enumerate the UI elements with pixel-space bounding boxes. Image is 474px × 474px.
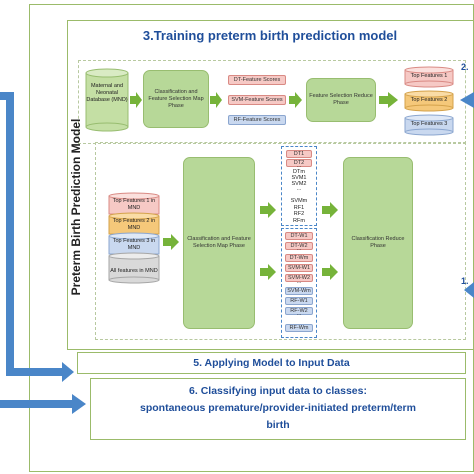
arrow-phase2-to-bottom-models bbox=[260, 264, 276, 280]
model-svm1: SVM1 bbox=[291, 175, 307, 181]
classification-feature-selection-map-phase: Classification and Feature Selection Map… bbox=[143, 70, 209, 128]
classification-reduce-text: Classification Reduce Phase bbox=[351, 236, 405, 249]
reduce-phase-text: Feature Selection Reduce Phase bbox=[309, 93, 373, 106]
arrow-reduce-to-top bbox=[379, 92, 398, 108]
step5-box bbox=[77, 352, 466, 374]
model-svm-w2: SVM-W2 bbox=[285, 274, 313, 282]
arrow-left-horizontal-to-step5 bbox=[6, 362, 74, 382]
model-svmm: SVMm bbox=[290, 198, 308, 204]
phase-1-text: Classification and Feature Selection Map… bbox=[148, 88, 204, 109]
arrow-right-bottom-in bbox=[464, 282, 474, 298]
model-svm2: SVM2 bbox=[291, 181, 307, 187]
training-title: 3.Training preterm birth prediction mode… bbox=[142, 28, 398, 43]
model-dt-w1: DT-W1 bbox=[285, 232, 313, 240]
step6-line2: spontaneous premature/provider-initiated… bbox=[140, 402, 416, 414]
svm-feature-scores: SVM-Feature Scores bbox=[228, 95, 286, 105]
model-svm-wm: SVM-Wm bbox=[285, 287, 313, 295]
model-rf1: RF1 bbox=[293, 205, 305, 211]
dots-4: ... bbox=[296, 279, 302, 285]
model-rf-w2: RF-W2 bbox=[285, 307, 313, 315]
dots-5: ... bbox=[296, 311, 302, 317]
arrow-phase1-to-scores bbox=[210, 92, 222, 108]
top-features-2-icon bbox=[404, 90, 454, 112]
model-rf-w1: RF-W1 bbox=[285, 297, 313, 305]
model-rf-wm: RF-Wm bbox=[285, 324, 313, 332]
model-svm-w1: SVM-W1 bbox=[285, 264, 313, 272]
dots-3: ... bbox=[296, 246, 302, 252]
top-features-1-label: Top Features 1 bbox=[410, 73, 448, 79]
dots-2: ... bbox=[296, 186, 302, 192]
arrow-left-top-stub bbox=[0, 92, 14, 100]
models-group-top-frame bbox=[281, 146, 317, 226]
arrow-mnd-to-phase2 bbox=[163, 234, 179, 250]
models-group-bottom-frame bbox=[281, 228, 317, 338]
model-dt1: DT1 bbox=[286, 150, 312, 158]
classification-reduce-phase: Classification Reduce Phase bbox=[343, 157, 413, 329]
rf-feature-scores: RF-Feature Scores bbox=[228, 115, 286, 125]
model-dt2: DT2 bbox=[286, 159, 312, 167]
arrow-phase2-to-top-models bbox=[260, 202, 276, 218]
step1-partial-label: 1. bbox=[461, 276, 469, 286]
mnd-database-label: Maternal and Neonatal Database (MND) bbox=[85, 83, 129, 104]
feature-selection-reduce-phase: Feature Selection Reduce Phase bbox=[306, 78, 376, 122]
arrow-scores-to-reduce bbox=[289, 92, 302, 108]
mnd-database-text: Maternal and Neonatal Database (MND) bbox=[86, 83, 128, 103]
step6-box bbox=[90, 378, 466, 440]
mnd-set-3-label: Top Features 3 in MND bbox=[112, 238, 156, 251]
arrow-mnd-to-phase1 bbox=[130, 92, 142, 108]
arrow-top-models-to-reduce bbox=[322, 202, 338, 218]
green-arrows bbox=[130, 92, 398, 280]
classification-feature-selection-map-phase-2: Classification and Feature Selection Map… bbox=[183, 157, 255, 329]
model-rfm: RFm bbox=[293, 218, 305, 224]
arrow-left-up-connector bbox=[6, 92, 14, 376]
model-dtm: DTm bbox=[293, 169, 305, 175]
top-features-3-label: Top Features 3 bbox=[410, 121, 448, 127]
model-dt-wm: DT-Wm bbox=[285, 254, 313, 262]
arrow-bottom-models-to-reduce bbox=[322, 264, 338, 280]
phase-2-text: Classification and Feature Selection Map… bbox=[187, 236, 251, 249]
mnd-sets-stack-icon bbox=[108, 192, 160, 284]
dt-feature-scores: DT-Feature Scores bbox=[228, 75, 286, 85]
inner-bottom-frame bbox=[95, 142, 466, 340]
mnd-set-all-label: All features in MND bbox=[110, 268, 158, 274]
top-features-1-icon bbox=[404, 66, 454, 88]
model-dt-w2: DT-W2 bbox=[285, 242, 313, 250]
step6-line1: 6. Classifying input data to classes: bbox=[189, 385, 367, 397]
step5-label: 5. Applying Model to Input Data bbox=[193, 357, 350, 369]
arrow-left-to-step6 bbox=[0, 394, 86, 414]
mnd-set-2-label: Top Features 2 in MND bbox=[112, 218, 156, 231]
top-features-2-label: Top Features 2 bbox=[410, 97, 448, 103]
mnd-set-1-label: Top Features 1 in MND bbox=[112, 198, 156, 211]
arrow-right-top-in bbox=[460, 92, 474, 108]
step2-partial-label: 2. bbox=[461, 62, 469, 72]
dots-1: ... bbox=[296, 163, 302, 169]
step6-line3: birth bbox=[266, 419, 290, 431]
top-features-3-icon bbox=[404, 114, 454, 136]
mnd-database-icon bbox=[85, 68, 129, 132]
blue-connectors bbox=[0, 92, 474, 414]
model-rf2: RF2 bbox=[293, 211, 305, 217]
